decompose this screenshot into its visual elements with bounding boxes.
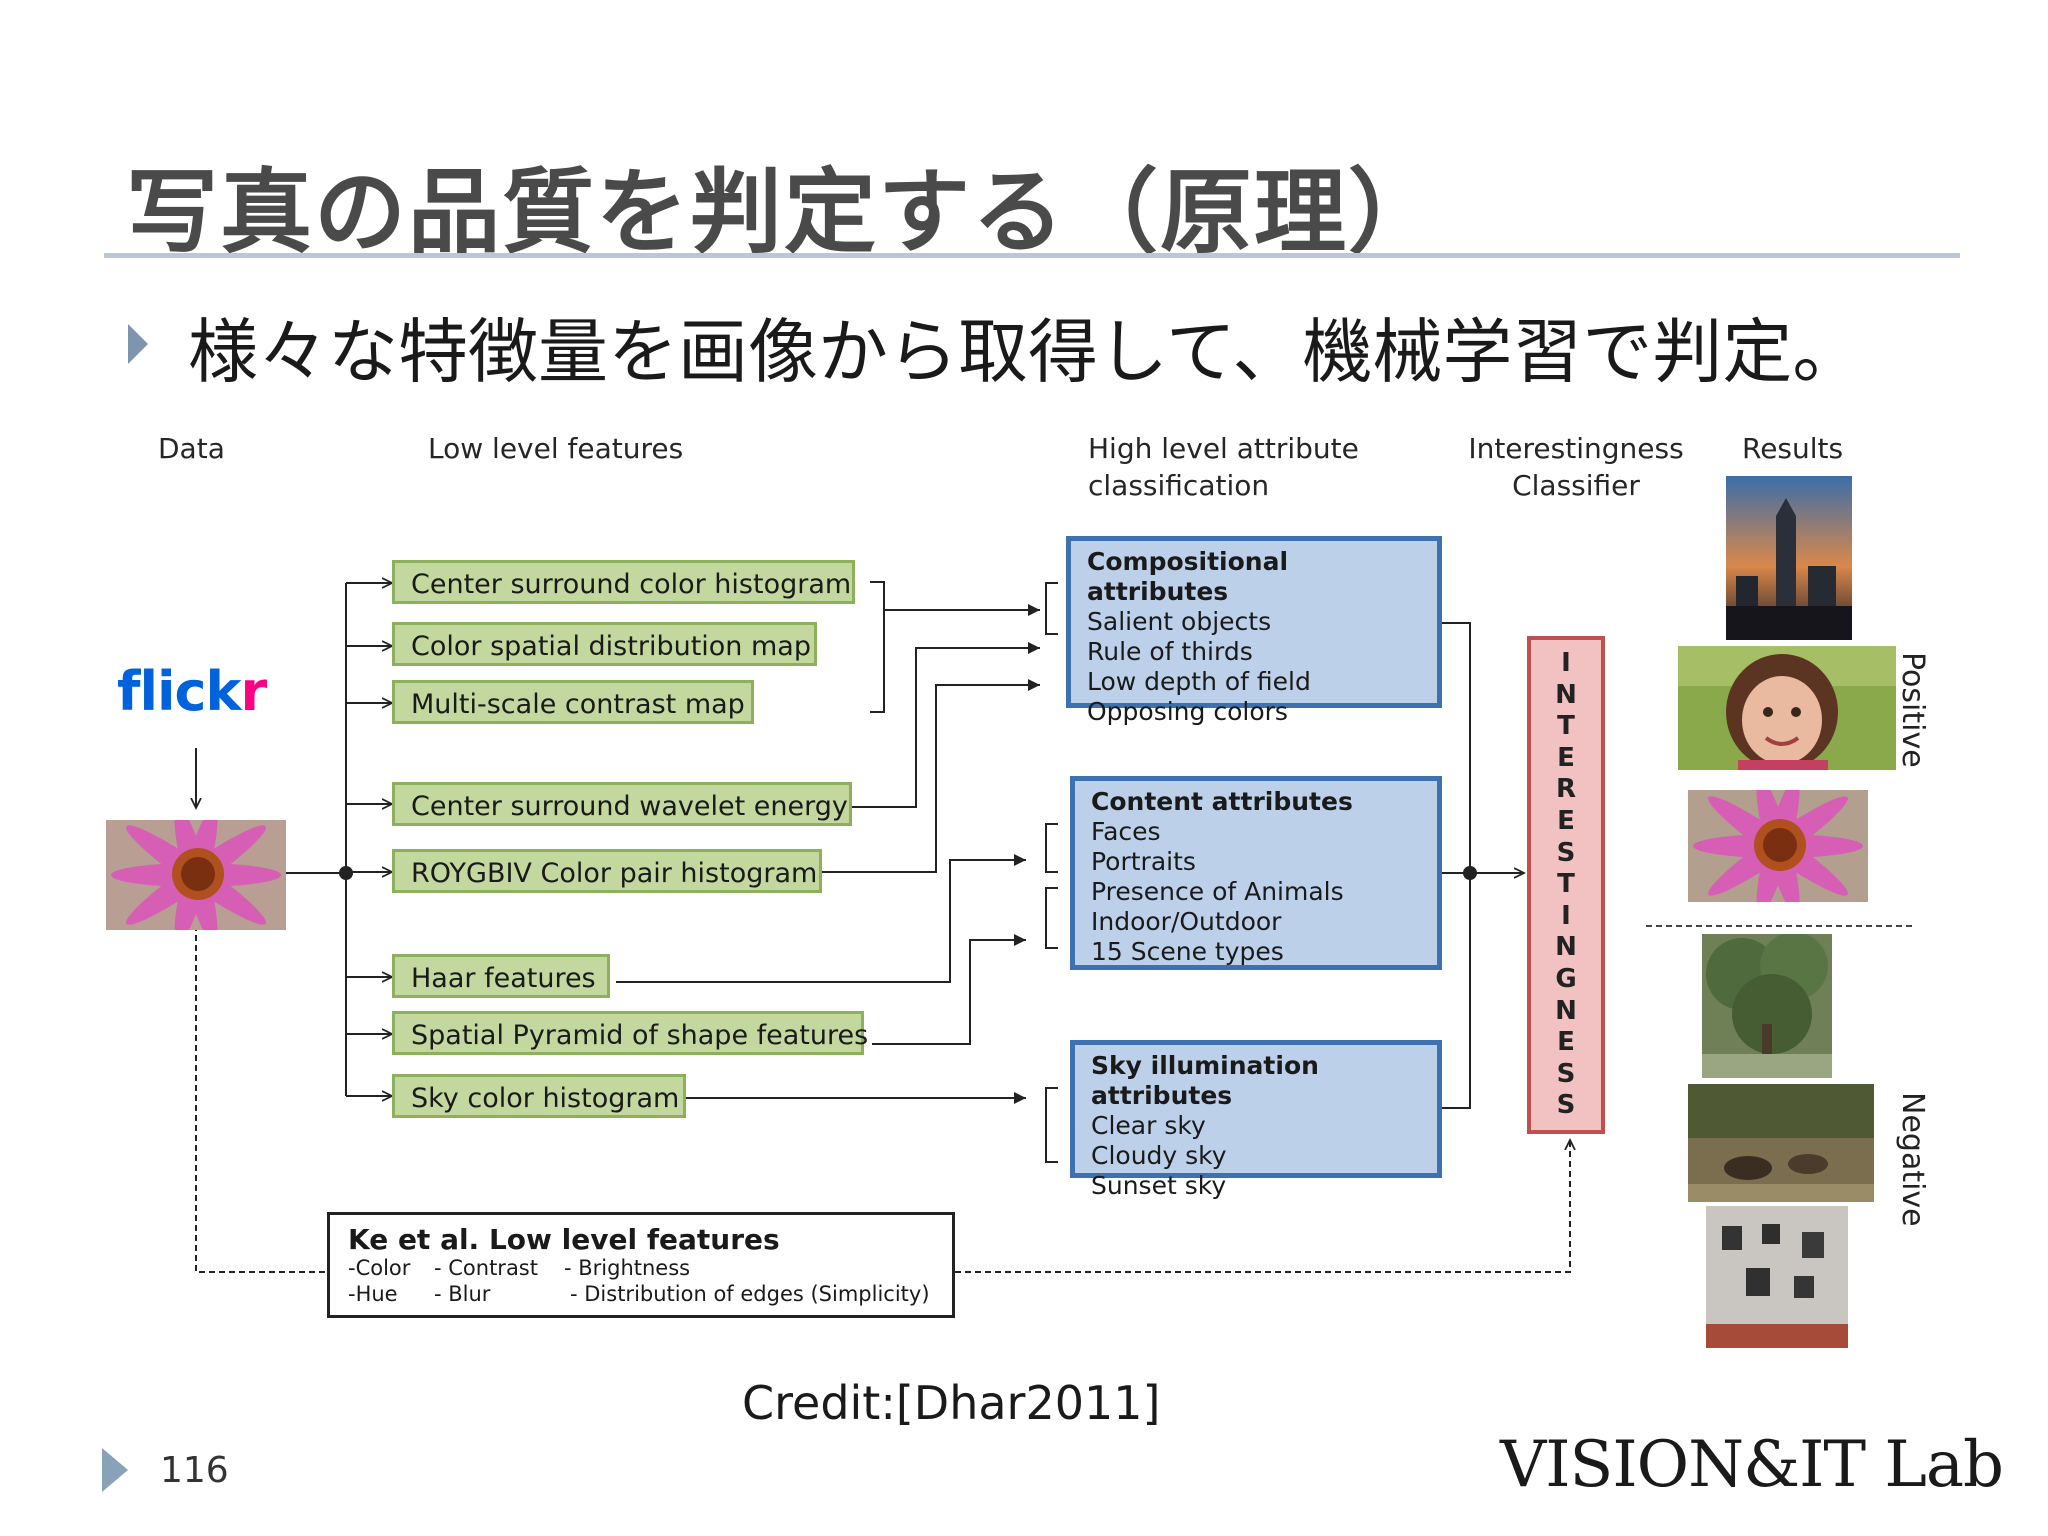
result-photo-skyline (1726, 476, 1852, 640)
column-header-high-level: High level attribute classification (1088, 432, 1359, 502)
bullet-triangle-icon (128, 324, 148, 364)
ke-row-2: -Hue - Blur - Distribution of edges (Sim… (348, 1282, 930, 1306)
page-number: 116 (160, 1450, 229, 1491)
attribute-box-content: Content attributes Faces Portraits Prese… (1070, 776, 1442, 970)
page-triangle-icon (102, 1448, 128, 1492)
title-divider (104, 253, 1960, 258)
feature-box: ROYGBIV Color pair histogram (392, 849, 822, 893)
negative-label: Negative (1895, 1092, 1930, 1227)
feature-box: Sky color histogram (392, 1074, 686, 1118)
attribute-box-sky: Sky illumination attributes Clear sky Cl… (1070, 1040, 1442, 1200)
source-flower-photo (106, 820, 286, 930)
feature-box: Center surround color histogram (392, 560, 855, 604)
result-photo-flower (1688, 790, 1868, 902)
feature-box: Color spatial distribution map (392, 622, 817, 666)
column-header-classifier: Interestingness Classifier (1468, 432, 1684, 502)
column-header-low-level: Low level features (428, 432, 684, 465)
credit-text: Credit:[Dhar2011] (742, 1376, 1161, 1430)
result-photo-animals (1688, 1084, 1874, 1202)
attribute-box-compositional: Compositional attributes Salient objects… (1066, 536, 1442, 726)
column-header-data: Data (158, 432, 225, 465)
feature-box: Spatial Pyramid of shape features (392, 1011, 868, 1055)
bullet-text: 様々な特徴量を画像から取得して、機械学習で判定。 (188, 311, 1863, 393)
column-header-results: Results (1742, 432, 1844, 465)
ke-row-1: -Color - Contrast - Brightness (348, 1256, 691, 1280)
result-photo-trees (1702, 934, 1832, 1078)
slide-title: 写真の品質を判定する（原理） (126, 158, 1443, 266)
result-photo-room (1706, 1206, 1848, 1348)
positive-label: Positive (1895, 652, 1930, 768)
lab-logo: VISION&IT Lab (1500, 1428, 2004, 1502)
feature-box: Center surround wavelet energy (392, 782, 852, 826)
feature-box: Haar features (392, 954, 610, 998)
ke-low-level-features-box: Ke et al. Low level features -Color - Co… (327, 1212, 955, 1318)
flickr-logo: flickr (117, 660, 267, 723)
result-photo-girl (1678, 646, 1896, 770)
feature-box: Multi-scale contrast map (392, 680, 754, 724)
